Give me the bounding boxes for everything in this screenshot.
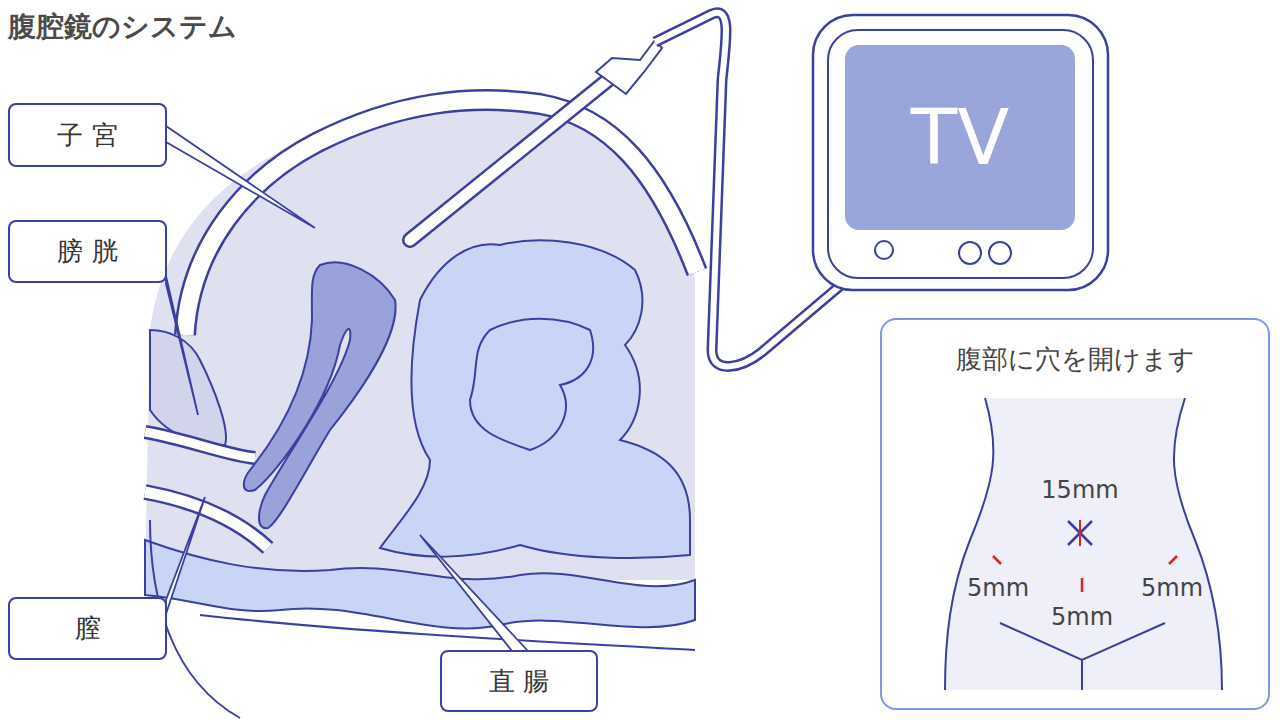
tv-button bbox=[959, 242, 981, 264]
leader-line bbox=[166, 497, 205, 614]
vagina-canal bbox=[145, 492, 268, 548]
incision-mark bbox=[1081, 578, 1084, 592]
laparoscope-inner bbox=[410, 80, 608, 240]
node-text: TV bbox=[911, 93, 1009, 182]
panel-heading: 腹部に穴を開けます bbox=[956, 342, 1195, 377]
node-text: 膀 胱 bbox=[57, 234, 117, 269]
dimension-label: 15mm bbox=[1041, 476, 1118, 504]
tv-button bbox=[989, 242, 1011, 264]
abdomen-fill bbox=[945, 398, 1222, 690]
title: 腹腔鏡のシステム bbox=[8, 8, 237, 46]
leader-line bbox=[166, 126, 315, 228]
body-outline bbox=[200, 615, 695, 650]
organ-label-box: 直 腸 bbox=[440, 650, 598, 712]
incision-mark bbox=[1068, 521, 1092, 545]
bowel-band bbox=[145, 540, 695, 628]
bowel-inner bbox=[470, 319, 593, 450]
urethra bbox=[145, 432, 255, 458]
node-text: 子 宮 bbox=[57, 118, 117, 153]
node-text: 直 腸 bbox=[489, 664, 549, 699]
node-text: 膣 bbox=[75, 611, 101, 646]
cable-port bbox=[875, 241, 893, 259]
urethra-inner bbox=[145, 432, 255, 458]
uterus-shape bbox=[244, 262, 396, 528]
bowel-shape bbox=[380, 240, 690, 558]
abdomen-outline bbox=[945, 398, 993, 690]
tv-frame bbox=[813, 15, 1108, 290]
groin-line bbox=[1000, 623, 1165, 690]
incision-mark bbox=[1169, 556, 1177, 564]
leader-line bbox=[420, 535, 528, 651]
abdomen-region bbox=[145, 100, 695, 580]
laparoscope bbox=[410, 80, 608, 240]
vagina-canal-inner bbox=[145, 492, 268, 548]
incision-mark bbox=[993, 556, 1001, 564]
organ-label-box: 膀 胱 bbox=[8, 220, 167, 283]
dimension-label: 5mm bbox=[1051, 603, 1113, 631]
organ-label-box: 子 宮 bbox=[8, 103, 167, 167]
abdomen-outline bbox=[1174, 398, 1222, 690]
incision-mark bbox=[1079, 520, 1081, 546]
tv-frame-inner bbox=[828, 30, 1093, 278]
dimension-label: 5mm bbox=[967, 574, 1029, 602]
dimension-label: 5mm bbox=[1141, 574, 1203, 602]
leader-line bbox=[166, 276, 198, 415]
scope-handle bbox=[596, 40, 662, 94]
panel-ground bbox=[881, 319, 1269, 709]
organ-label-box: 膣 bbox=[8, 597, 167, 660]
tv-screen: TV bbox=[845, 45, 1075, 230]
inset-panel: 腹部に穴を開けます bbox=[880, 318, 1270, 710]
